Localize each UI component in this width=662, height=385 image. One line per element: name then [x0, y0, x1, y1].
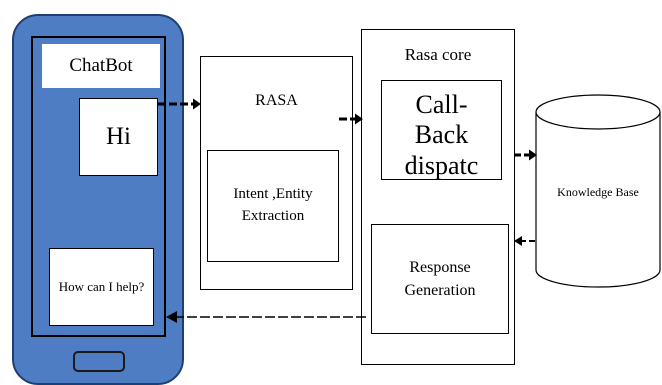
callback-dispatch-text: Call-Back dispatc — [404, 90, 479, 180]
user-message-bubble: Hi — [79, 98, 158, 176]
phone-home-button — [73, 351, 125, 372]
callback-dispatch-box: Call-Back dispatc — [381, 80, 502, 180]
bot-reply-bubble: How can I help? — [49, 248, 154, 326]
arrow-knowledge-base-to-response — [514, 236, 535, 246]
arrow-response-to-phone — [166, 311, 366, 323]
arrow-rasa-to-core — [339, 113, 363, 125]
response-generation-box: Response Generation — [371, 224, 509, 334]
chatbot-title: ChatBot — [69, 55, 133, 76]
arrow-phone-to-rasa — [158, 98, 201, 110]
bot-reply-text: How can I help? — [58, 278, 145, 294]
chatbot-title-box: ChatBot — [42, 44, 160, 88]
user-message-text: Hi — [106, 123, 131, 150]
knowledge-base-label: Knowledge Base — [557, 185, 639, 199]
response-generation-text: Response Generation — [404, 258, 476, 299]
intent-entity-text: Intent ,Entity Extraction — [233, 186, 313, 224]
knowledge-base-cylinder — [535, 94, 661, 288]
intent-entity-box: Intent ,Entity Extraction — [207, 150, 339, 262]
rasa-nlu-title: RASA — [255, 92, 298, 109]
rasa-core-title: Rasa core — [404, 45, 472, 64]
arrow-core-to-knowledge-base — [515, 149, 537, 161]
